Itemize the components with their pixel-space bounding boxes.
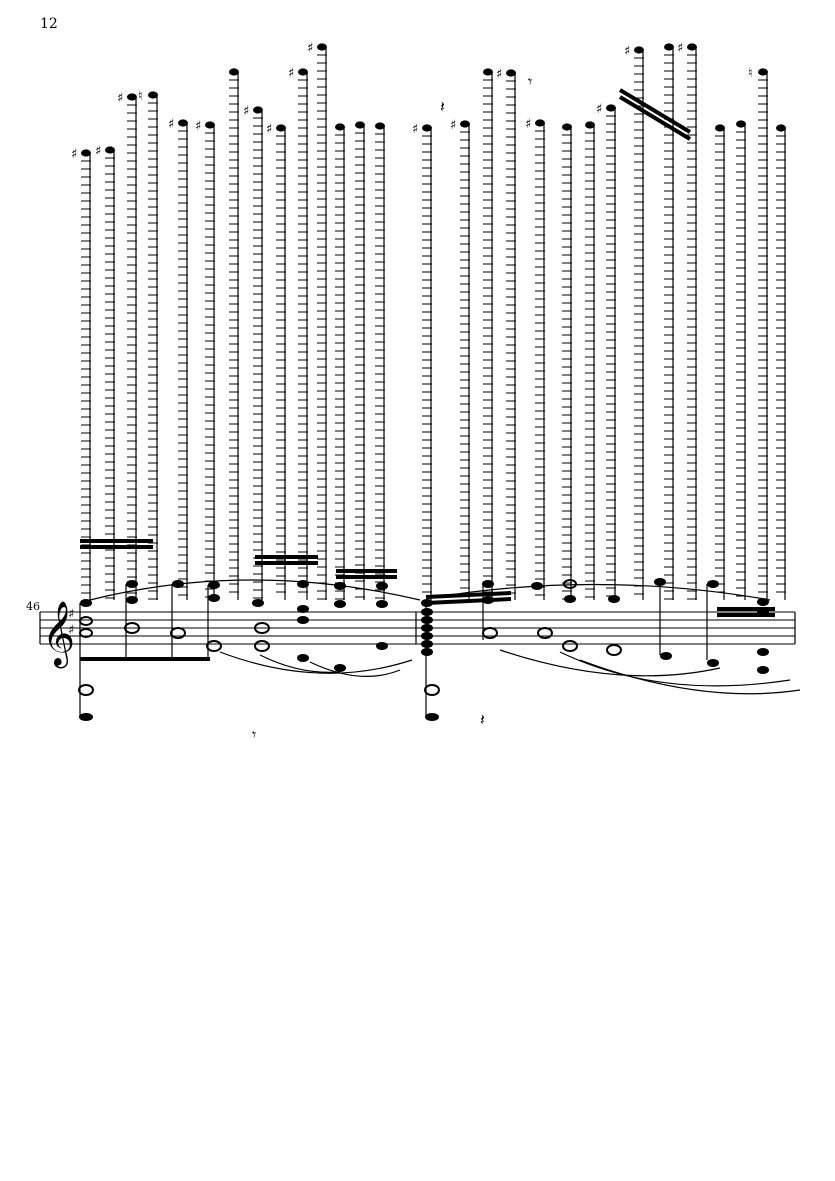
note-head — [205, 121, 215, 129]
note-head — [229, 68, 239, 76]
sharp-icon: ♯ — [450, 118, 456, 133]
note-head — [483, 68, 493, 76]
note-head — [81, 149, 91, 157]
note-head — [606, 104, 616, 112]
note-head — [253, 106, 263, 114]
svg-text:𝄽: 𝄽 — [440, 97, 445, 116]
page-number: 12 — [40, 16, 58, 32]
note-head — [127, 93, 137, 101]
note-head — [460, 120, 470, 128]
sharp-icon: ♯ — [596, 102, 602, 117]
svg-text:𝄽: 𝄽 — [480, 710, 485, 729]
sharp-icon: ♯ — [95, 144, 101, 159]
svg-text:𝄾: 𝄾 — [528, 72, 532, 91]
natural-icon: ♮ — [748, 66, 753, 81]
note-head — [585, 121, 595, 129]
svg-text:𝄾: 𝄾 — [252, 725, 256, 744]
mid-voice — [79, 578, 769, 674]
note-head — [298, 68, 308, 76]
treble-clef-icon: 𝄞 — [42, 601, 75, 668]
note-head — [758, 68, 768, 76]
note-head — [422, 124, 432, 132]
sharp-icon: ♯ — [243, 104, 249, 119]
svg-text:♯: ♯ — [68, 607, 74, 622]
stems — [79, 582, 708, 717]
staff — [40, 611, 795, 645]
note-head — [105, 146, 115, 154]
sharp-icon: ♯ — [195, 119, 201, 134]
note-head — [178, 119, 188, 127]
sharp-icon: ♯ — [117, 91, 123, 106]
barlines — [39, 612, 796, 644]
note-head — [736, 120, 746, 128]
note-head — [776, 124, 786, 132]
note-head — [634, 46, 644, 54]
note-head — [562, 123, 572, 131]
note-head — [535, 119, 545, 127]
sharp-icon: ♯ — [412, 122, 418, 137]
note-head — [664, 43, 674, 51]
high-voice: ♯ ♯ ♯ ♮ ♯ ♯ ♯ ♯ ♯ ♯ ♯ ♯ ♯ ♯ ♯ ♯ ♯ ♮ — [71, 41, 786, 600]
sharp-icon: ♯ — [288, 66, 294, 81]
sharp-icon: ♯ — [624, 44, 630, 59]
sharp-icon: ♯ — [266, 122, 272, 137]
sharp-icon: ♯ — [307, 41, 313, 56]
measure-number: 46 — [26, 600, 40, 613]
natural-icon: ♮ — [138, 89, 143, 104]
note-head — [715, 124, 725, 132]
note-head — [687, 43, 697, 51]
slurs — [89, 579, 801, 695]
low-voice: 𝄾 𝄽 𝄽 𝄾 — [78, 72, 532, 744]
note-head — [317, 43, 327, 51]
svg-text:♯: ♯ — [68, 623, 74, 638]
sharp-icon: ♯ — [677, 41, 683, 56]
note-head — [375, 122, 385, 130]
sharp-icon: ♯ — [168, 117, 174, 132]
note-head — [506, 69, 516, 77]
note-head — [335, 123, 345, 131]
sharp-icon: ♯ — [525, 117, 531, 132]
note-head — [276, 124, 286, 132]
sharp-icon: ♯ — [71, 147, 77, 162]
note-head — [148, 91, 158, 99]
sharp-icon: ♯ — [496, 67, 502, 82]
key-signature: ♯ ♯ — [68, 607, 74, 638]
note-head — [355, 121, 365, 129]
